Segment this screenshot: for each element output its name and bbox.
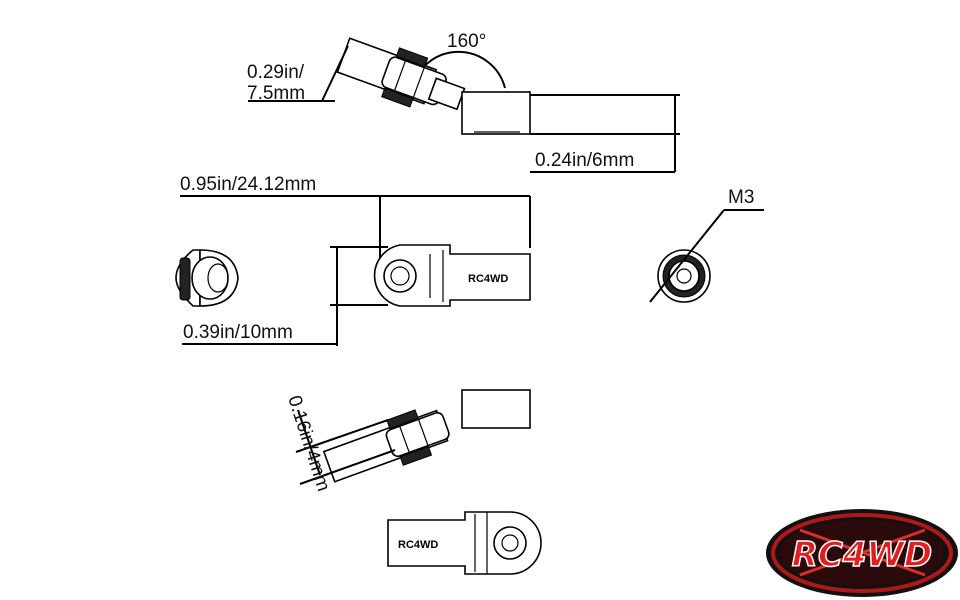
- logo-text: RC4WD: [792, 535, 933, 575]
- side-view-rod-end: 0.95in/24.12mm RC4WD 0.39in/10mm: [180, 174, 531, 346]
- top-ball-shield-lower: [381, 87, 414, 108]
- dim-length: 0.95in/24.12mm: [180, 174, 316, 195]
- bottom-side-rod-end: RC4WD: [387, 511, 542, 575]
- front-view-ball: [175, 249, 239, 307]
- dim-thread: M3: [728, 187, 754, 208]
- side-ball: [383, 259, 417, 293]
- bottom-stamp: RC4WD: [398, 539, 438, 551]
- rc4wd-logo: RC4WD: [766, 509, 958, 597]
- side-stamp: RC4WD: [468, 273, 508, 285]
- dim-shaft-dia-mm: 7.5mm: [247, 83, 305, 104]
- dim-height: 0.24in/6mm: [535, 150, 634, 171]
- dim-ball-dia: 0.39in/10mm: [183, 322, 293, 343]
- bottom-view-rod-end: 0.16in/4mm: [283, 389, 531, 494]
- dim-shaft-dia: 0.29in/: [247, 62, 305, 83]
- end-view-thread: M3: [649, 187, 764, 303]
- dim-angle: 160°: [447, 31, 486, 52]
- top-housing: [461, 91, 531, 135]
- top-view-rod-end: 0.29in/ 7.5mm 160° 0.24in/6mm: [247, 31, 680, 173]
- top-ball-shield-upper: [395, 47, 429, 68]
- dim-thickness: 0.16in/4mm: [283, 393, 334, 494]
- side-body: [373, 244, 531, 307]
- top-neck: [427, 77, 466, 111]
